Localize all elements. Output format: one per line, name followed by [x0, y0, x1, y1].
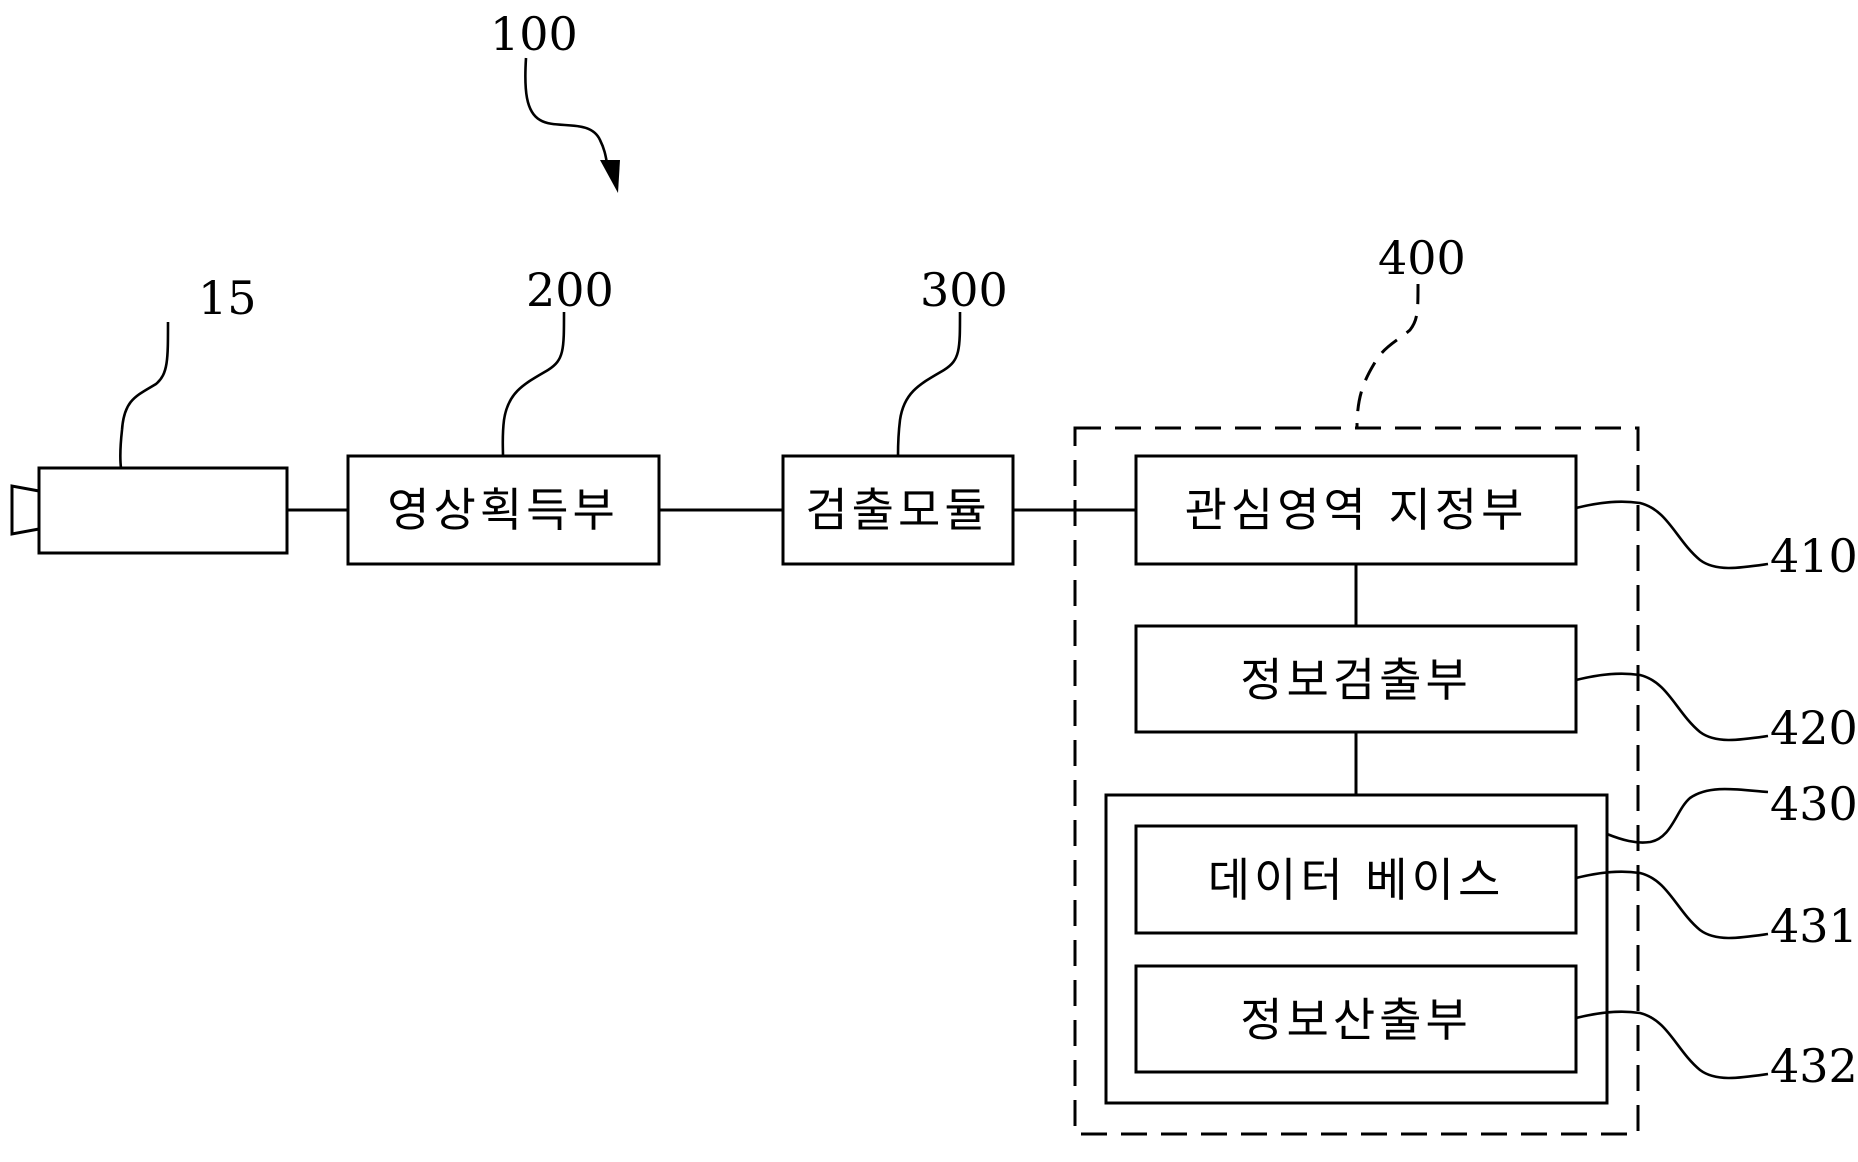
ref-420-leader	[1575, 672, 1769, 742]
ref-200-leader	[501, 311, 566, 457]
ref-430-leader	[1606, 787, 1769, 844]
roi-designation-label: 관심영역 지정부	[1185, 483, 1528, 537]
image-acquisition-label: 영상획득부	[387, 483, 619, 537]
ref-400-leader	[1355, 283, 1420, 429]
ref-100-arrow-line	[524, 57, 610, 169]
ref-430: 430	[1770, 777, 1858, 831]
ref-420: 420	[1770, 701, 1858, 755]
info-calculation-label: 정보산출부	[1240, 993, 1472, 1047]
ref-200: 200	[526, 263, 614, 317]
ref-15-leader	[119, 321, 170, 469]
database-label: 데이터 베이스	[1208, 853, 1505, 907]
info-calculation-box	[1134, 964, 1578, 1074]
ref-300: 300	[920, 263, 1008, 317]
ref-100-arrowhead-icon	[600, 160, 620, 193]
ref-410: 410	[1770, 529, 1858, 583]
detection-module-label: 검출모듈	[805, 483, 990, 537]
camera-lens	[10, 484, 41, 536]
camera-icon	[10, 466, 289, 555]
ref-400: 400	[1378, 231, 1466, 285]
ref-15: 15	[198, 271, 257, 325]
ref-431: 431	[1770, 899, 1858, 953]
ref-300-leader	[896, 311, 962, 457]
ref-432-leader	[1575, 1010, 1769, 1080]
info-group-box	[1104, 793, 1609, 1105]
info-detection-label: 정보검출부	[1240, 653, 1472, 707]
ref-100: 100	[490, 7, 578, 61]
ref-431-leader	[1575, 870, 1769, 940]
ref-410-leader	[1575, 500, 1769, 570]
camera-body	[37, 466, 289, 555]
ref-432: 432	[1770, 1039, 1858, 1093]
database-box	[1134, 824, 1578, 935]
